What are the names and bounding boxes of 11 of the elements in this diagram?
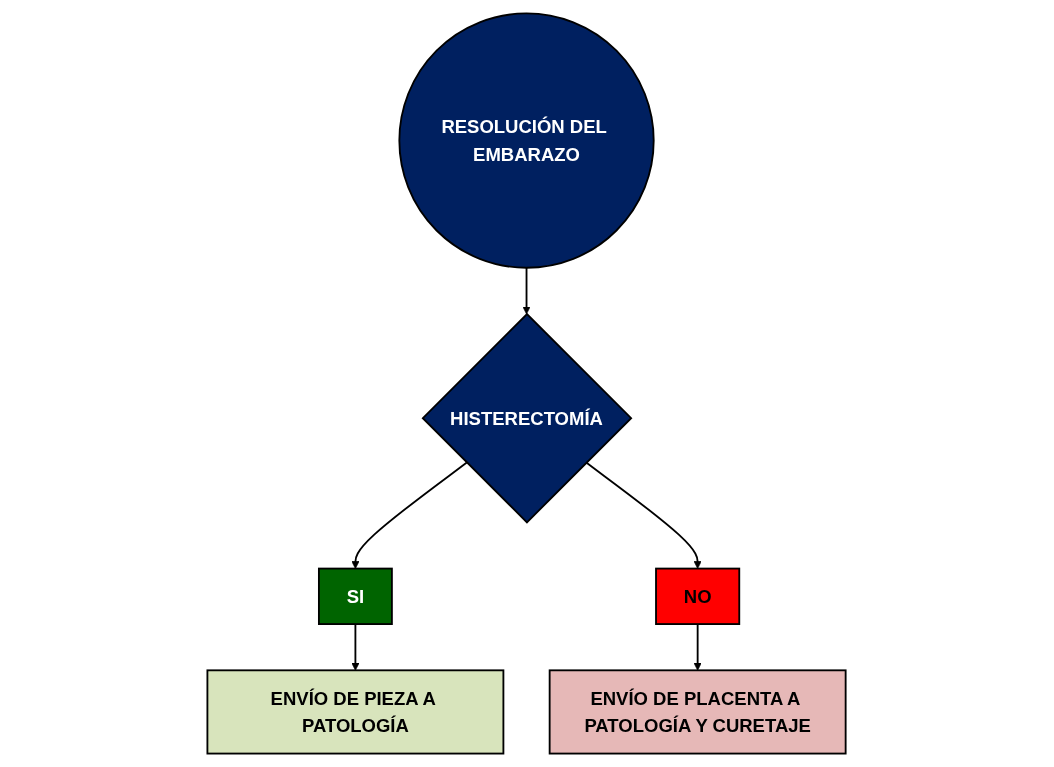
arrow	[351, 623, 360, 671]
arrow	[351, 461, 469, 569]
arrow	[694, 623, 703, 671]
node-box: ENVÍO DE PLACENTA A PATOLOGÍA Y CURETAJE	[549, 669, 848, 755]
arrow	[585, 461, 703, 569]
node-diamond: HISTERECTOMÍA	[422, 312, 633, 524]
node-box: ENVÍO DE PIEZA A PATOLOGÍA	[206, 669, 505, 755]
node-box: SI	[318, 567, 394, 625]
node-circle: RESOLUCIÓN DEL EMBARAZO	[398, 12, 656, 269]
node-box: NO	[655, 567, 741, 625]
arrow	[522, 266, 532, 315]
